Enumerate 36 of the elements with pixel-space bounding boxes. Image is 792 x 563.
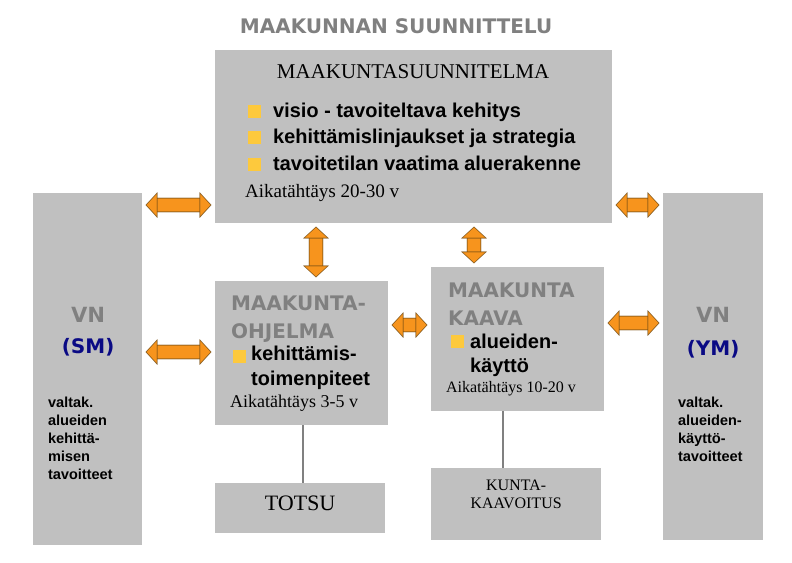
double-arrow [392,312,428,338]
double-arrow [302,226,330,278]
panel-heading: VN [696,306,728,322]
bullet-text: visio - tavoiteltava kehitys [273,102,520,122]
box-heading: MAAKUNTA KAAVA [450,282,574,325]
box-label: KUNTA- KAAVOITUS [470,479,561,508]
double-arrow [146,192,212,218]
bullet-text: tavoitetilan vaatima aluerakenne [273,156,580,170]
bullet-text: kehittämislinjaukset ja strategia [274,128,576,148]
body-text: valtak. alueiden- käyttö- tavoitteet [678,396,742,462]
process-box [215,281,388,425]
double-arrow [460,226,488,264]
double-arrow [616,192,660,218]
body-text: valtak. alueiden kehittä- misen tavoitteet [48,396,112,480]
process-box [431,267,604,411]
timeframe-text: Aikatähtäys 20-30 v [245,184,400,202]
side-panel [663,193,763,540]
process-box [431,468,601,540]
title: MAAKUNNAN SUUNNITTELU [242,18,550,34]
box-heading: MAAKUNTA- OHJELMA [232,295,365,342]
double-arrow [146,338,212,366]
panel-heading: VN [71,306,103,322]
process-box [215,50,612,223]
timeframe-text: Aikatähtäys 3-5 v [230,394,358,411]
box-label: TOTSU [265,495,335,510]
timeframe-text: Aikatähtäys 10-20 v [446,380,576,396]
process-box [215,483,385,533]
bullet-text: alueiden- käyttö [470,334,557,376]
panel-subheading: (YM) [688,340,738,358]
side-panel [33,193,142,545]
double-arrow [608,310,660,336]
connector-line [502,410,504,468]
connector-line [302,424,304,484]
bullet-text: kehittämis- toimenpiteet [251,346,370,390]
panel-subheading: (SM) [63,338,113,356]
box-heading: MAAKUNTASUUNNITELMA [277,64,550,78]
